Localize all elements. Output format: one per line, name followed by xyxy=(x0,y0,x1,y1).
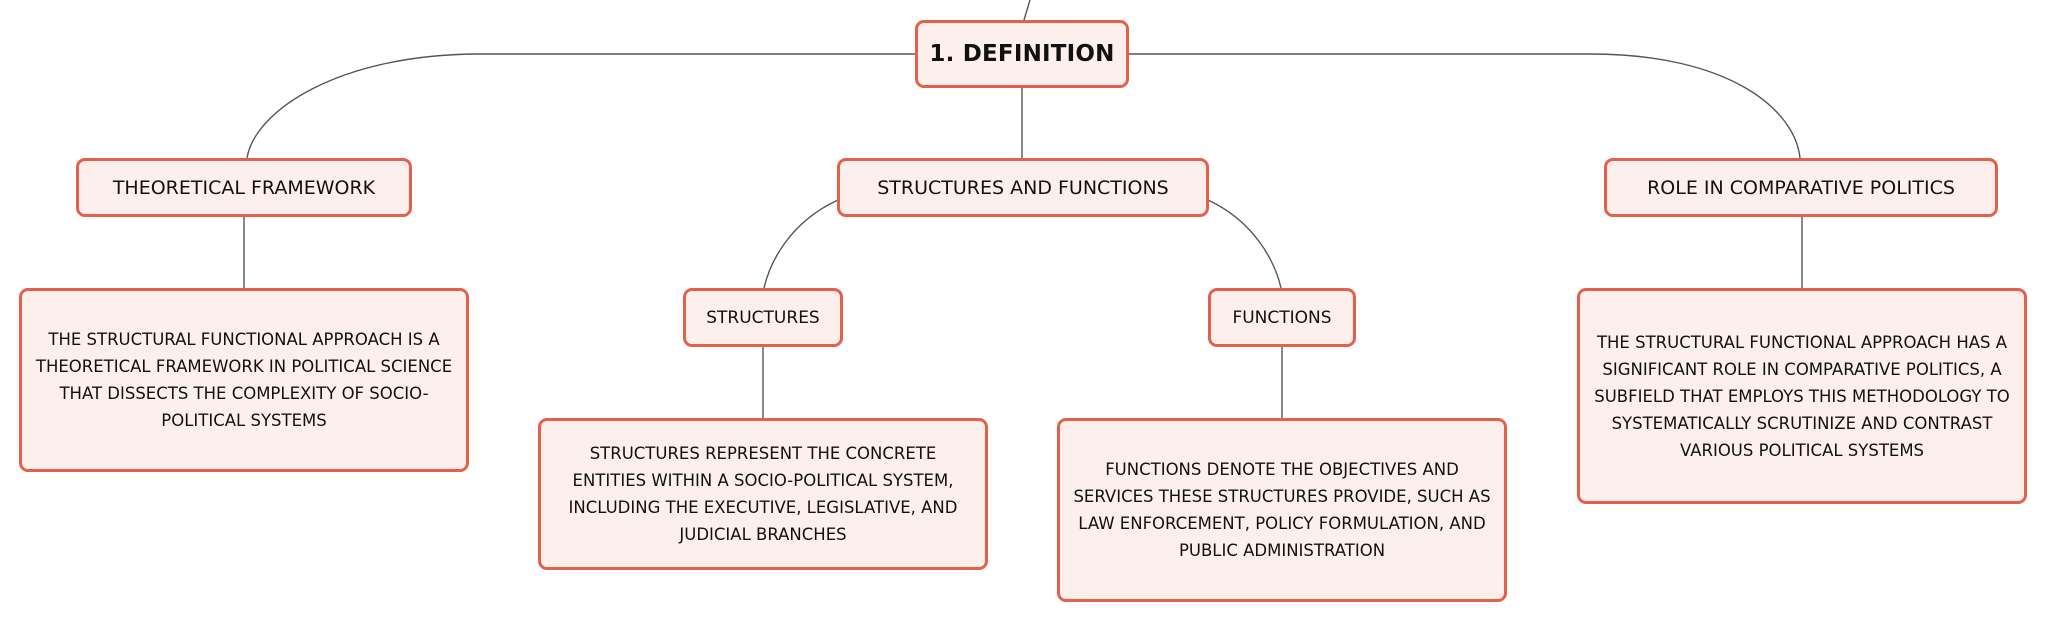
node-theoretical-framework[interactable]: THEORETICAL FRAMEWORK xyxy=(76,158,412,217)
node-theoretical-framework-label: THEORETICAL FRAMEWORK xyxy=(112,176,376,199)
connector-parent-to-root xyxy=(1023,0,1031,21)
node-functions-label: FUNCTIONS xyxy=(1232,307,1332,328)
node-functions-detail[interactable]: FUNCTIONS DENOTE THE OBJECTIVES AND SERV… xyxy=(1057,418,1507,602)
role-in-comparative-politics-detail-text: THE STRUCTURAL FUNCTIONAL APPROACH HAS A… xyxy=(1594,332,2010,460)
connector-structures-and-functions-to-functions xyxy=(1207,199,1282,289)
theoretical-framework-detail-text: THE STRUCTURAL FUNCTIONAL APPROACH IS A … xyxy=(35,330,453,430)
root-node-label: 1. DEFINITION xyxy=(929,41,1115,67)
node-role-in-comparative-politics[interactable]: ROLE IN COMPARATIVE POLITICS xyxy=(1604,158,1998,217)
structures-detail-text: STRUCTURES REPRESENT THE CONCRETE ENTITI… xyxy=(568,444,958,544)
node-structures-label: STRUCTURES xyxy=(706,307,820,328)
node-role-in-comparative-politics-detail[interactable]: THE STRUCTURAL FUNCTIONAL APPROACH HAS A… xyxy=(1577,288,2027,504)
functions-detail-text: FUNCTIONS DENOTE THE OBJECTIVES AND SERV… xyxy=(1073,460,1491,560)
node-structures[interactable]: STRUCTURES xyxy=(683,288,843,347)
connector-root-to-role-in-comparative-politics xyxy=(1129,53,1801,159)
root-node-definition[interactable]: 1. DEFINITION xyxy=(915,20,1129,88)
node-structures-and-functions[interactable]: STRUCTURES AND FUNCTIONS xyxy=(837,158,1209,217)
node-role-in-comparative-politics-label: ROLE IN COMPARATIVE POLITICS xyxy=(1647,176,1955,199)
connector-structures-and-functions-to-structures xyxy=(763,199,839,289)
node-theoretical-framework-detail[interactable]: THE STRUCTURAL FUNCTIONAL APPROACH IS A … xyxy=(19,288,469,472)
connector-root-to-theoretical-framework xyxy=(246,53,915,159)
node-structures-and-functions-label: STRUCTURES AND FUNCTIONS xyxy=(877,176,1169,199)
node-structures-detail[interactable]: STRUCTURES REPRESENT THE CONCRETE ENTITI… xyxy=(538,418,988,570)
node-functions[interactable]: FUNCTIONS xyxy=(1208,288,1356,347)
